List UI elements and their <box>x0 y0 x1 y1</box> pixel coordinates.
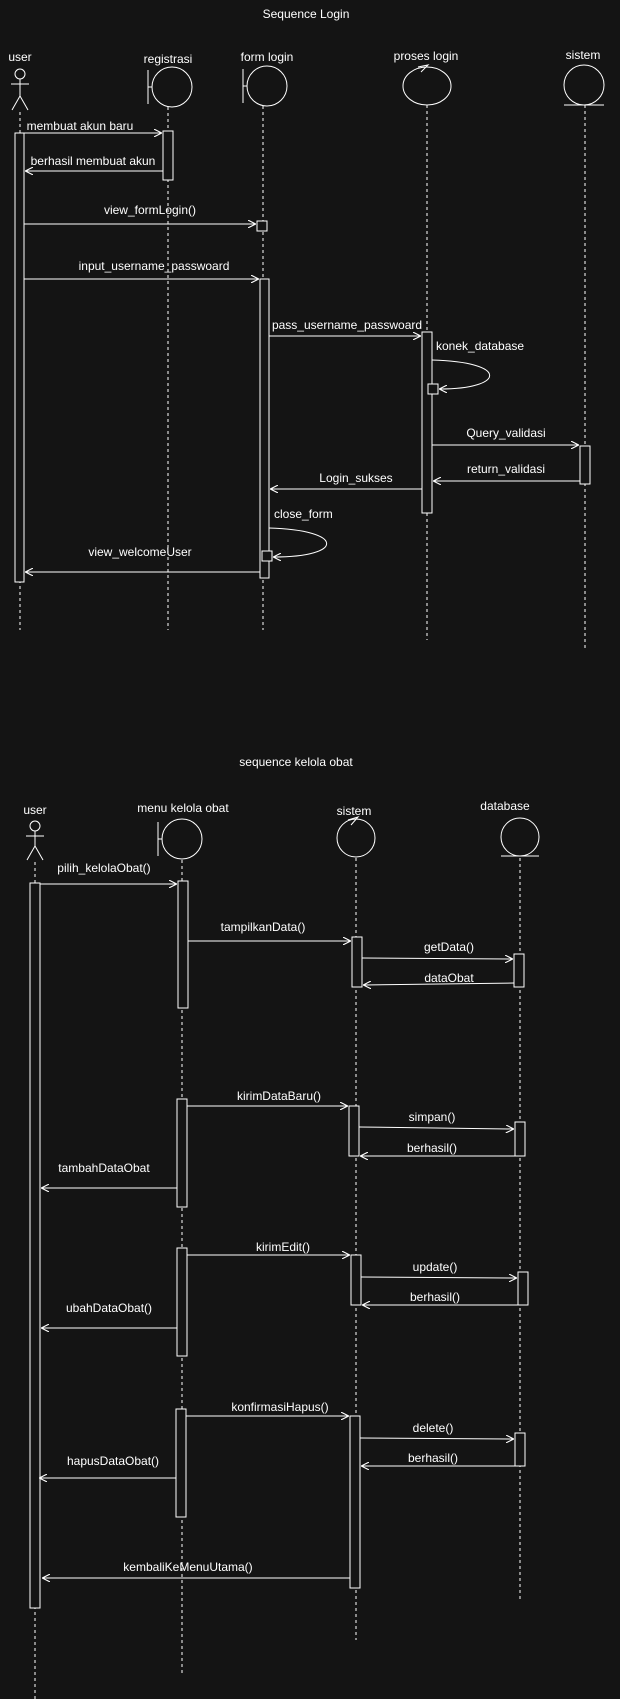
message-label: Login_sukses <box>319 471 392 485</box>
activation-bar <box>177 880 189 1009</box>
activation-bar <box>29 882 41 1609</box>
message-label: close_form <box>274 507 333 521</box>
participant-label-user: user <box>8 50 31 64</box>
participant-label-form-login: form login <box>241 50 294 64</box>
diagram-kelola-obat-title: sequence kelola obat <box>239 755 353 769</box>
participant-label-sistem: sistem <box>337 804 372 818</box>
activation-bar <box>351 936 363 988</box>
boundary-icon <box>157 818 203 860</box>
participant-label-database: database <box>480 799 530 813</box>
message-arrow <box>364 983 515 985</box>
message-label: kirimEdit() <box>256 1240 310 1254</box>
participant-label-user: user <box>23 803 46 817</box>
boundary-icon <box>242 65 288 107</box>
participant-label-menu-kelola-obat: menu kelola obat <box>137 801 229 815</box>
message-label: berhasil() <box>407 1141 457 1155</box>
activation-bar <box>259 278 270 579</box>
activation-bar <box>350 1254 362 1306</box>
actor-icon <box>11 68 29 111</box>
message-label: delete() <box>413 1421 454 1435</box>
participant-label-sistem: sistem <box>566 48 601 62</box>
diagram-kelola-obat: sequence kelola obat user menu kelola ob… <box>23 755 540 1699</box>
message-label: input_username_passwoard <box>79 259 230 273</box>
diagram-login-title: Sequence Login <box>263 7 350 21</box>
self-message-arrow <box>431 359 491 389</box>
activation-bar <box>176 1247 188 1357</box>
message-label: berhasil() <box>410 1290 460 1304</box>
message-arrow <box>360 1277 516 1278</box>
diagram-login: Sequence Login user registrasi form logi… <box>8 7 605 650</box>
boundary-icon <box>147 66 193 108</box>
message-label: pass_username_passwoard <box>272 318 422 332</box>
message-label: view_welcomeUser <box>88 545 191 559</box>
control-icon <box>402 64 452 106</box>
entity-icon <box>500 817 540 857</box>
message-label: kirimDataBaru() <box>237 1089 321 1103</box>
participant-label-proses-login: proses login <box>394 49 459 63</box>
activation-bar <box>514 1432 526 1467</box>
activation-bar <box>175 1408 187 1518</box>
message-label: return_validasi <box>467 462 545 476</box>
message-label: simpan() <box>409 1110 456 1124</box>
message-label: update() <box>413 1260 458 1274</box>
message-arrow <box>358 1127 513 1129</box>
message-arrow <box>361 958 512 959</box>
self-message-arrow <box>268 527 328 557</box>
message-label: tampilkanData() <box>221 920 306 934</box>
message-arrow <box>359 1438 513 1439</box>
message-label: konfirmasiHapus() <box>231 1400 328 1414</box>
message-label: tambahDataObat <box>58 1161 150 1175</box>
entity-icon <box>563 64 605 106</box>
activation-bar <box>579 445 591 485</box>
actor-icon <box>26 820 44 861</box>
message-label: membuat akun baru <box>27 119 134 133</box>
activation-bar <box>427 383 439 395</box>
activation-bar <box>513 953 525 988</box>
message-label: view_formLogin() <box>104 203 196 217</box>
message-label: Query_validasi <box>466 426 545 440</box>
message-label: pilih_kelolaObat() <box>57 861 150 875</box>
activation-bar <box>514 1121 526 1157</box>
activation-bar <box>349 1415 361 1589</box>
message-label: dataObat <box>424 971 474 985</box>
participant-label-registrasi: registrasi <box>144 52 193 66</box>
control-icon <box>336 816 376 858</box>
message-label: ubahDataObat() <box>66 1301 152 1315</box>
activation-bar <box>162 130 174 181</box>
activation-bar <box>421 331 433 514</box>
activation-bar <box>517 1271 529 1306</box>
message-label: getData() <box>424 940 474 954</box>
message-label: berhasil() <box>408 1451 458 1465</box>
message-label: kembaliKeMenuUtama() <box>123 1560 252 1574</box>
message-label: konek_database <box>436 339 524 353</box>
activation-bar <box>176 1098 188 1208</box>
message-label: hapusDataObat() <box>67 1454 159 1468</box>
activation-bar <box>256 220 268 232</box>
message-label: berhasil membuat akun <box>31 154 156 168</box>
activation-bar <box>14 132 25 583</box>
activation-bar <box>261 550 273 562</box>
activation-bar <box>348 1105 360 1157</box>
